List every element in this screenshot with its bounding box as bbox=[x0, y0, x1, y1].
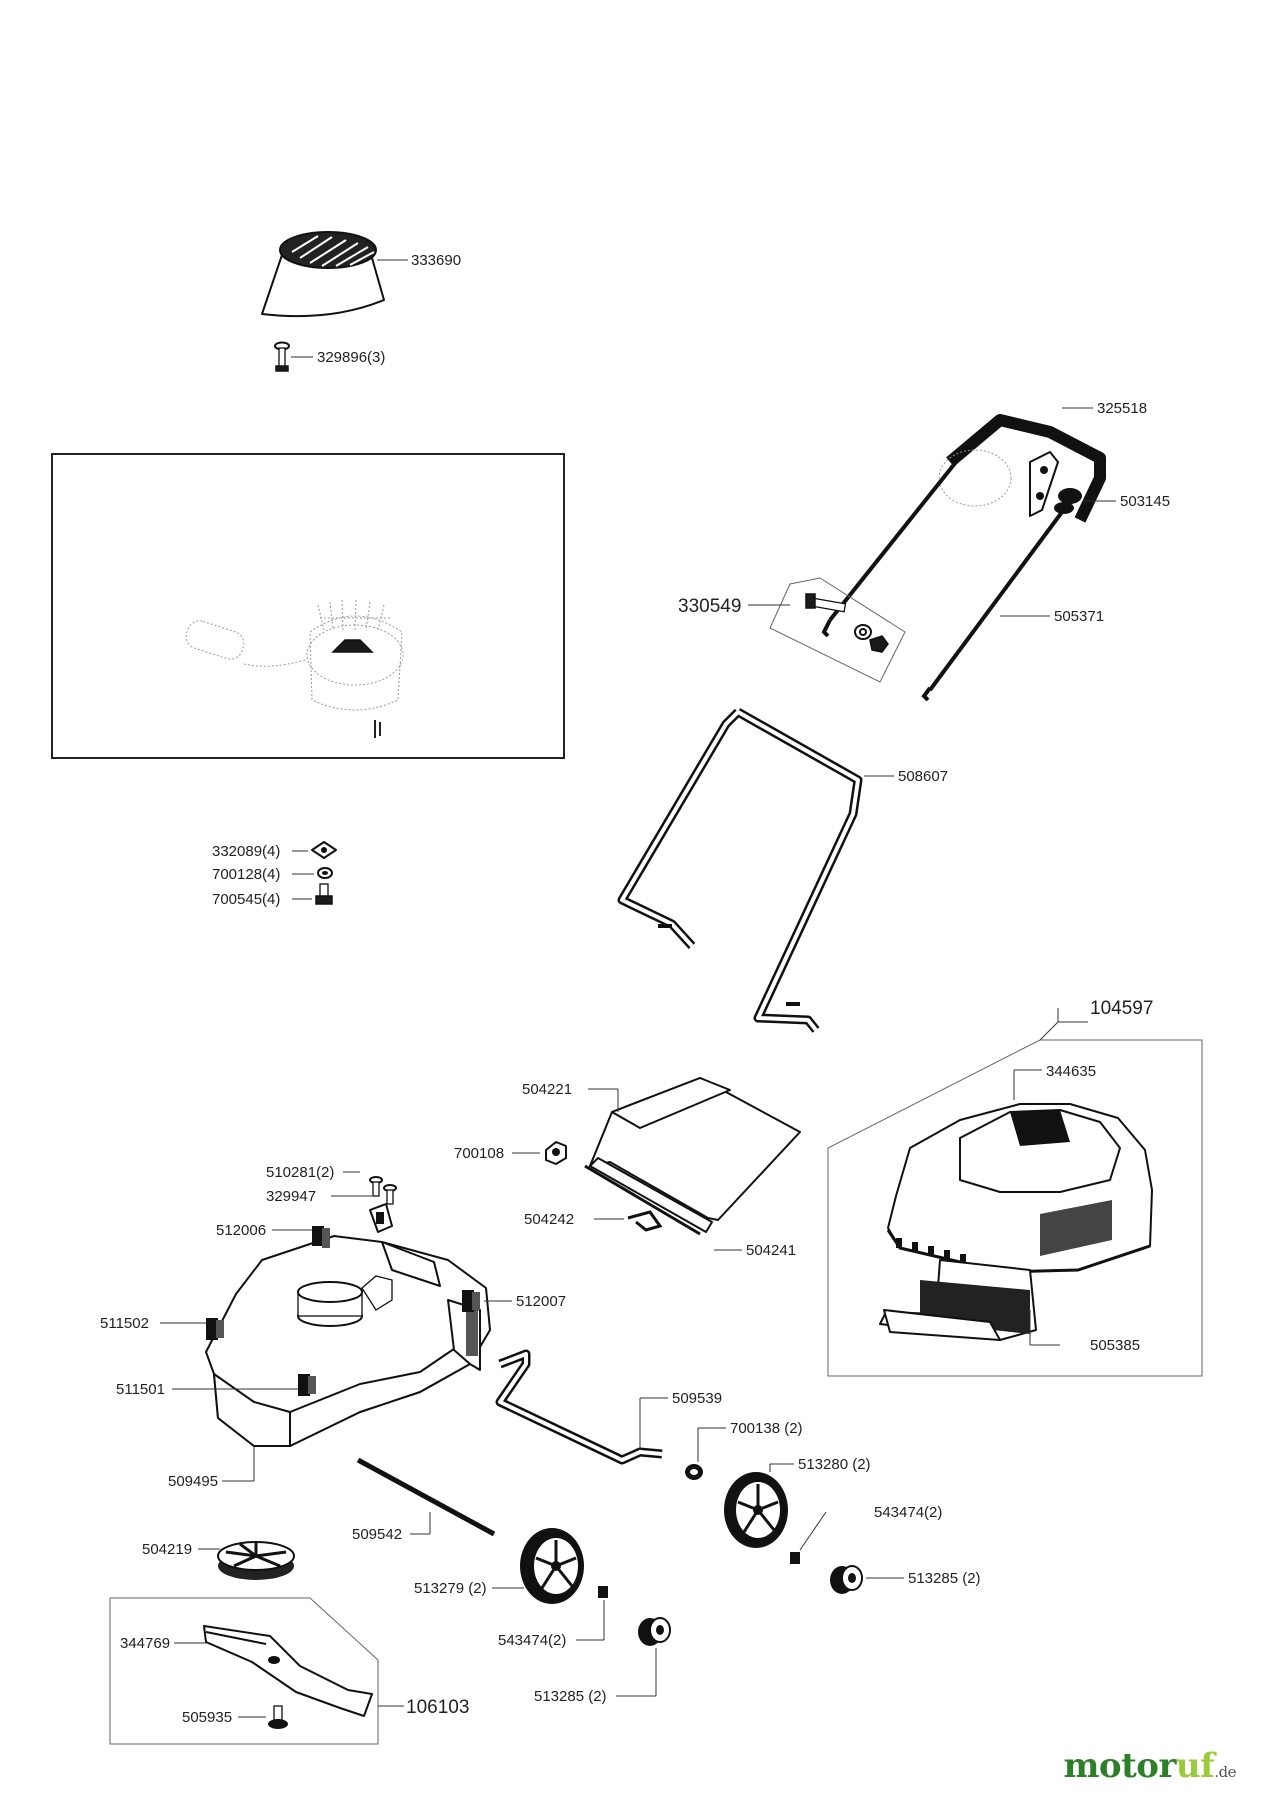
part-number-label: 504221 bbox=[522, 1081, 572, 1098]
part-number-label: 329947 bbox=[266, 1188, 316, 1205]
part-number-label: 511501 bbox=[116, 1381, 165, 1398]
lower-handle-508607 bbox=[617, 708, 863, 1033]
rear-wheel-513280 bbox=[724, 1472, 788, 1548]
hinge-clip-512007 bbox=[462, 1290, 480, 1312]
part-number-label: 504242 bbox=[524, 1211, 574, 1228]
blade-group-frame bbox=[109, 1597, 379, 1745]
washer-700128 bbox=[317, 867, 333, 879]
grass-box-top-344635 bbox=[886, 1103, 1153, 1274]
mower-deck-509495 bbox=[205, 1235, 491, 1447]
motor-ghost-drawing bbox=[185, 599, 404, 738]
handle-top-325518 bbox=[938, 414, 1106, 523]
part-number-label: 513285 (2) bbox=[908, 1570, 981, 1587]
hub-cap-513285-right bbox=[830, 1565, 863, 1594]
part-number-label: 333690 bbox=[411, 252, 461, 269]
clip-329947 bbox=[369, 1203, 393, 1233]
watermark-logo: motoruf.de bbox=[1063, 1746, 1236, 1786]
part-number-label: 509542 bbox=[352, 1526, 402, 1543]
spring-504242 bbox=[627, 1210, 663, 1232]
part-number-label: 325518 bbox=[1097, 400, 1147, 417]
hinge-clip-511501 bbox=[298, 1374, 316, 1396]
part-number-label: 504241 bbox=[746, 1242, 796, 1259]
blade-344769 bbox=[203, 1625, 373, 1717]
grass-box-bottom-505385 bbox=[879, 1259, 1037, 1341]
logo-brand-a: motor bbox=[1063, 1746, 1176, 1786]
washer-700138 bbox=[685, 1464, 703, 1480]
leader-line bbox=[799, 1511, 827, 1551]
part-number-label: 700128(4) bbox=[212, 866, 280, 883]
front-wheel-513279 bbox=[520, 1528, 584, 1604]
logo-brand-b: uf bbox=[1175, 1746, 1215, 1786]
part-number-label: 700138 (2) bbox=[730, 1420, 803, 1437]
part-number-label: 513279 (2) bbox=[414, 1580, 487, 1597]
part-number-label: 106103 bbox=[406, 1697, 469, 1718]
part-number-label: 543474(2) bbox=[498, 1632, 566, 1649]
hub-cap-513285-front bbox=[638, 1617, 671, 1646]
part-number-label: 503145 bbox=[1120, 493, 1170, 510]
part-number-label: 510281(2) bbox=[266, 1164, 334, 1181]
part-number-label: 513280 (2) bbox=[798, 1456, 871, 1473]
part-number-label: 505935 bbox=[182, 1709, 232, 1726]
part-number-label: 511502 bbox=[100, 1315, 149, 1332]
bolt-set-330549 bbox=[769, 577, 906, 683]
cable-clip-503145 bbox=[1054, 488, 1082, 514]
part-number-label: 509495 bbox=[168, 1473, 218, 1490]
upper-handle-bars-505371 bbox=[821, 460, 1064, 702]
bolt-700545 bbox=[315, 883, 333, 905]
hinge-clip-511502 bbox=[206, 1318, 224, 1340]
part-number-label: 330549 bbox=[678, 596, 741, 617]
part-number-label: 543474(2) bbox=[874, 1504, 942, 1521]
part-number-label: 505385 bbox=[1090, 1337, 1140, 1354]
logo-tld: .de bbox=[1214, 1763, 1236, 1781]
grass-box-group-frame bbox=[827, 1039, 1203, 1377]
part-number-label: 512007 bbox=[516, 1293, 566, 1310]
part-number-label: 344635 bbox=[1046, 1063, 1096, 1080]
part-number-label: 104597 bbox=[1090, 998, 1153, 1019]
screw-329896 bbox=[274, 341, 290, 372]
blade-adapter-504219 bbox=[217, 1541, 295, 1580]
part-number-label: 332089(4) bbox=[212, 843, 280, 860]
part-number-label: 504219 bbox=[142, 1541, 192, 1558]
part-number-label: 513285 (2) bbox=[534, 1688, 607, 1705]
part-number-label: 508607 bbox=[898, 768, 948, 785]
part-number-label: 700108 bbox=[454, 1145, 504, 1162]
hub-nut-543474-right bbox=[790, 1552, 800, 1564]
leader-line bbox=[1039, 1021, 1059, 1041]
motor-cover-333690 bbox=[261, 231, 385, 318]
screws-510281 bbox=[369, 1176, 397, 1205]
hub-nut-543474-front bbox=[598, 1586, 608, 1598]
axle-crank-509539 bbox=[495, 1349, 663, 1465]
blade-bolt-505935 bbox=[268, 1705, 288, 1729]
square-nut-332089 bbox=[311, 841, 337, 859]
hinge-clip-512006 bbox=[312, 1226, 330, 1248]
part-number-label: 509539 bbox=[672, 1390, 722, 1407]
part-number-label: 329896(3) bbox=[317, 349, 385, 366]
part-number-label: 344769 bbox=[120, 1635, 170, 1652]
axle-rod-509542 bbox=[356, 1457, 496, 1537]
part-number-label: 700545(4) bbox=[212, 891, 280, 908]
nut-700108 bbox=[545, 1141, 567, 1165]
part-number-label: 512006 bbox=[216, 1222, 266, 1239]
motor-detail-frame bbox=[51, 453, 565, 759]
rear-flap-504221 bbox=[584, 1077, 801, 1236]
part-number-label: 505371 bbox=[1054, 608, 1104, 625]
